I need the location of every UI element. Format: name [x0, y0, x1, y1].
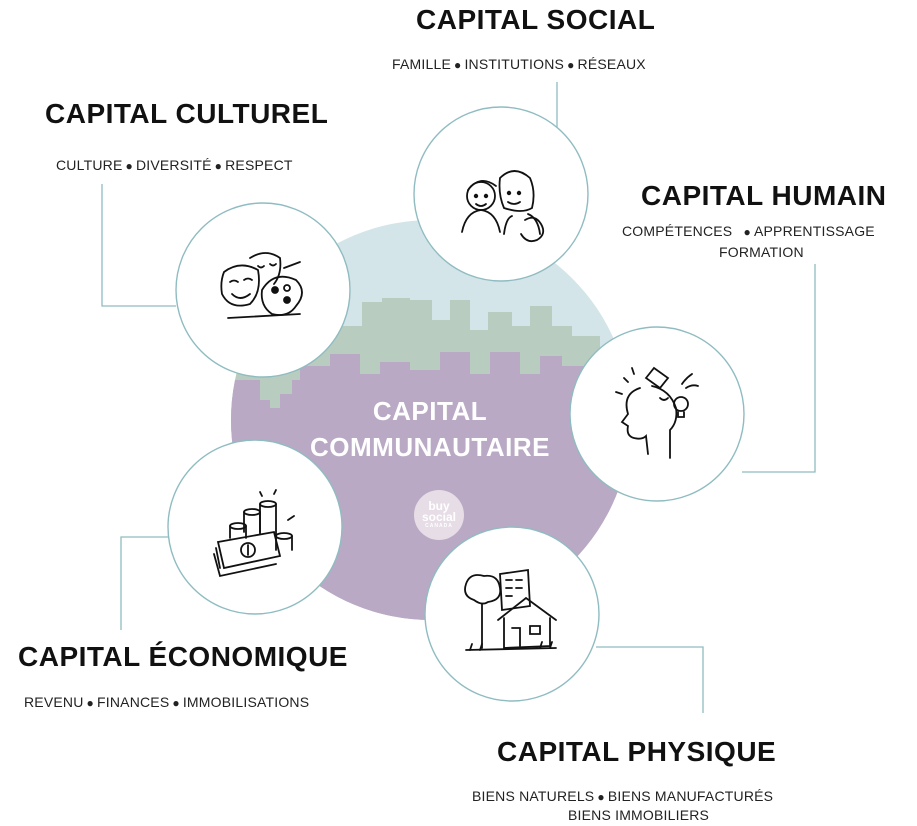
item-physique-1: BIENS NATURELS	[472, 788, 595, 804]
item-economique-2: FINANCES	[97, 694, 170, 710]
title-capital-culturel: CAPITAL CULTUREL	[45, 98, 329, 129]
center-title-line2: COMMUNAUTAIRE	[310, 432, 550, 462]
connector-culturel	[101, 184, 176, 307]
two-people-icon	[461, 170, 545, 243]
subtitle-capital-social: FAMILLE●INSTITUTIONS●RÉSEAUX	[392, 56, 646, 72]
subtitle-capital-humain-line2: FORMATION	[719, 242, 804, 263]
house-tree-building-icon	[464, 568, 557, 651]
subtitle-capital-economique: REVENU●FINANCES●IMMOBILISATIONS	[24, 694, 310, 710]
circle-social	[413, 106, 589, 282]
buy-social-logo: buy social CANADA	[414, 490, 464, 540]
circle-humain	[569, 326, 745, 502]
logo-line2: social	[421, 509, 457, 524]
head-lightbulb-icon	[615, 366, 699, 459]
subtitle-capital-physique-line2: BIENS IMMOBILIERS	[568, 805, 709, 826]
connector-physique	[596, 646, 704, 713]
item-humain-1: COMPÉTENCES	[622, 223, 733, 239]
logo-line3: CANADA	[425, 522, 453, 529]
item-humain-2: APPRENTISSAGE	[753, 223, 875, 239]
item-humain-3: FORMATION	[719, 244, 804, 260]
title-capital-humain: CAPITAL HUMAIN	[641, 180, 887, 211]
item-economique-1: REVENU	[24, 694, 84, 710]
item-economique-3: IMMOBILISATIONS	[182, 694, 310, 710]
subtitle-capital-humain-line1: COMPÉTENCES ●APPRENTISSAGE	[622, 223, 875, 239]
subtitle-capital-culturel: CULTURE●DIVERSITÉ●RESPECT	[56, 157, 293, 173]
item-culturel-1: CULTURE	[56, 157, 123, 173]
item-social-3: RÉSEAUX	[577, 56, 646, 72]
center-title-line1: CAPITAL	[372, 396, 488, 426]
item-social-1: FAMILLE	[392, 56, 451, 72]
item-culturel-2: DIVERSITÉ	[135, 157, 212, 173]
circle-physique	[424, 526, 600, 702]
title-capital-economique: CAPITAL ÉCONOMIQUE	[18, 641, 348, 672]
connector-humain	[742, 264, 816, 473]
title-capital-physique: CAPITAL PHYSIQUE	[497, 736, 777, 767]
circle-economique	[167, 439, 343, 615]
title-capital-social: CAPITAL SOCIAL	[416, 4, 656, 35]
connector-economique	[120, 536, 172, 630]
money-coins-icon	[213, 489, 295, 578]
subtitle-capital-physique-line1: BIENS NATURELS●BIENS MANUFACTURÉS	[472, 788, 774, 804]
logo-line1: buy	[428, 498, 450, 513]
theatre-masks-palette-icon	[220, 252, 303, 319]
item-physique-3: BIENS IMMOBILIERS	[568, 807, 710, 823]
item-culturel-3: RESPECT	[225, 157, 293, 173]
item-social-2: INSTITUTIONS	[464, 56, 565, 72]
connector-lines	[101, 82, 816, 713]
item-physique-2: BIENS MANUFACTURÉS	[607, 788, 774, 804]
